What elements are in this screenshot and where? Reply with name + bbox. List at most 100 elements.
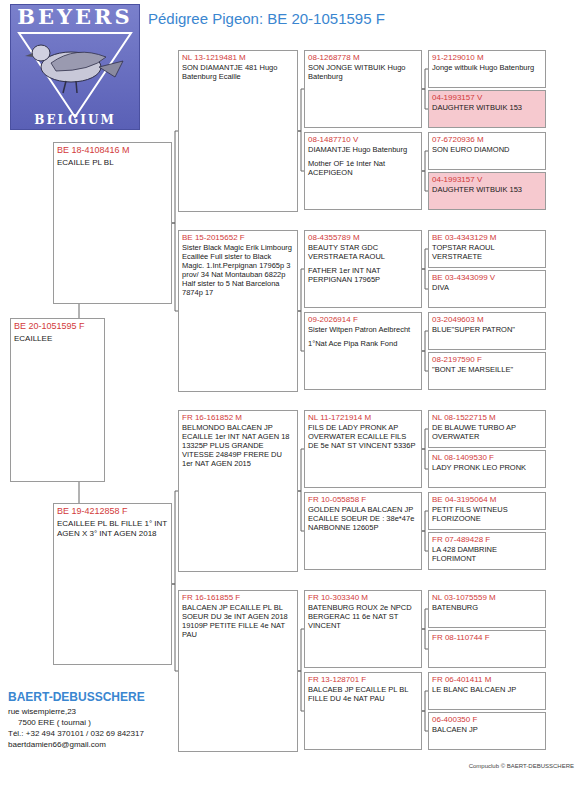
pigeon-details: Sister Witpen Patron Aelbrecht xyxy=(308,325,418,334)
ring-number: BEYERS xyxy=(17,5,132,29)
pedigree-box: FR 10-055858 FGOLDEN PAULA BALCAEN JP EC… xyxy=(304,492,422,570)
pigeon-details: Jonge witbuik Hugo Batenburg xyxy=(432,63,542,72)
pigeon-details: SON EURO DIAMOND xyxy=(432,145,542,154)
copyright-note: Compuclub © BAERT-DEBUSSCHERE xyxy=(469,763,574,769)
ring-number: BE 19-4212858 F xyxy=(57,506,168,516)
pedigree-box: 07-6720936 MSON EURO DIAMOND xyxy=(428,132,546,170)
ring-number: NL 13-1219481 M xyxy=(182,53,294,63)
pigeon-details: DAUGHTER WITBUIK 153 xyxy=(432,103,542,112)
pigeon-details: "BONT JE MARSEILLE" xyxy=(432,365,542,374)
pedigree-box: 03-2049603 MBLUE"SUPER PATRON" xyxy=(428,312,546,350)
ring-number: 04-1993157 V xyxy=(432,93,542,103)
ring-number: NL 03-1075559 M xyxy=(432,593,542,603)
ring-number: NL 08-1522715 M xyxy=(432,413,542,423)
pigeon-details: BELGIUM xyxy=(34,113,115,127)
pedigree-box: 06-400350 FBALCAEN JP xyxy=(428,712,546,750)
pedigree-box: FR 16-161852 MBELMONDO BALCAEN JP ECAILL… xyxy=(178,410,298,572)
ring-number: 06-400350 F xyxy=(432,715,542,725)
pigeon-details: BEAUTY STAR GDC VERSTRAETA RAOUL xyxy=(308,243,418,261)
ring-number: FR 10-303340 M xyxy=(308,593,418,603)
pedigree-box: 09-2026914 FSister Witpen Patron Aelbrec… xyxy=(304,312,422,390)
ring-number: FR 07-489428 F xyxy=(432,535,542,545)
pedigree-box: 04-1993157 VDAUGHTER WITBUIK 153 xyxy=(428,172,546,210)
pedigree-box: 08-1487710 VDIAMANTJE Hugo BatenburgMoth… xyxy=(304,132,422,210)
pigeon-details: BELMONDO BALCAEN JP ECAILLE 1er INT NAT … xyxy=(182,423,294,468)
pedigree-box: FR 10-303340 MBATENBURG ROUX 2e NPCD BER… xyxy=(304,590,422,668)
ring-number: BE 18-4108416 M xyxy=(57,145,168,155)
pigeon-details: BALCAEB JP ECAILLE PL BL FILLE DU 4e NAT… xyxy=(308,685,418,703)
breeder-address: 7500 ERE ( tournai ) xyxy=(18,718,91,727)
pedigree-line xyxy=(79,304,80,318)
pigeon-details: Mother OF 1é Inter Nat ACEPIGEON xyxy=(308,159,418,177)
ring-number: 09-2026914 F xyxy=(308,315,418,325)
pigeon-details: ECAILLEE PL BL FILLE 1° INT AGEN X 3° IN… xyxy=(57,519,168,539)
ring-number: 08-2197590 F xyxy=(432,355,542,365)
pedigree-box: FR 16-161855 FBALCAEN JP ECAILLE PL BL S… xyxy=(178,590,298,752)
pigeon-details: LA 428 DAMBRINE FLORIMONT xyxy=(432,545,542,563)
pedigree-line xyxy=(79,482,80,503)
pigeon-details: GOLDEN PAULA BALCAEN JP ECAILLE SOEUR DE… xyxy=(308,505,418,532)
pedigree-box: 08-1268778 MSON JONGE WITBUIK Hugo Baten… xyxy=(304,50,422,128)
ring-number: FR 13-128701 F xyxy=(308,675,418,685)
pedigree-box: FR 13-128701 FBALCAEB JP ECAILLE PL BL F… xyxy=(304,672,422,750)
pigeon-details: DIVA xyxy=(432,283,542,292)
pigeon-details: FATHER 1er INT NAT PERPIGNAN 17965P xyxy=(308,266,418,284)
pedigree-box: NL 13-1219481 MSON DIAMANTJE 481 Hugo Ba… xyxy=(178,50,298,212)
logo-box: BEYERS BELGIUM xyxy=(10,4,140,130)
ring-number: 08-1487710 V xyxy=(308,135,418,145)
pedigree-box: BE 04-3195064 MPETIT FILS WITNEUS FLORIZ… xyxy=(428,492,546,530)
ring-number: BE 04-3195064 M xyxy=(432,495,542,505)
pigeon-details: SON JONGE WITBUIK Hugo Batenburg xyxy=(308,63,418,81)
pigeon-details: LADY PRONK LEO PRONK xyxy=(432,463,542,472)
ring-number: FR 16-161855 F xyxy=(182,593,294,603)
pigeon-details: FILS DE LADY PRONK AP OVERWATER ECAILLE … xyxy=(308,423,418,450)
pedigree-box: 91-2129010 MJonge witbuik Hugo Batenburg xyxy=(428,50,546,88)
pigeon-details: BATENBURG ROUX 2e NPCD BERGERAC 11 6e NA… xyxy=(308,603,418,630)
ring-number: FR 08-110744 F xyxy=(432,633,542,643)
pedigree-box: NL 08-1522715 MDE BLAUWE TURBO AP OVERWA… xyxy=(428,410,546,448)
pedigree-box: FR 07-489428 FLA 428 DAMBRINE FLORIMONT xyxy=(428,532,546,570)
pedigree-box: BE 20-1051595 F ECAILLEE xyxy=(10,318,105,482)
pedigree-box: BE 03-4343099 VDIVA xyxy=(428,270,546,308)
pigeon-details: DIAMANTJE Hugo Batenburg xyxy=(308,145,418,154)
pigeon-details: DE BLAUWE TURBO AP OVERWATER xyxy=(432,423,542,441)
ring-number: BE 03-4343129 M xyxy=(432,233,542,243)
pigeon-details: ECAILLEE xyxy=(14,334,101,344)
breeder-address: baertdamien66@gmail.com xyxy=(8,740,106,749)
ring-number: FR 16-161852 M xyxy=(182,413,294,423)
pedigree-box: NL 11-1721914 MFILS DE LADY PRONK AP OVE… xyxy=(304,410,422,488)
ring-number: 03-2049603 M xyxy=(432,315,542,325)
pigeon-details: ECAILLE PL BL xyxy=(57,158,168,168)
pedigree-box: FR 06-401411 MLE BLANC BALCAEN JP xyxy=(428,672,546,710)
breeder-address: BAERT-DEBUSSCHERE xyxy=(8,690,145,704)
page-title: Pédigree Pigeon: BE 20-1051595 F xyxy=(148,10,385,27)
ring-number: NL 08-1409530 F xyxy=(432,453,542,463)
ring-number: BE 03-4343099 V xyxy=(432,273,542,283)
ring-number: 07-6720936 M xyxy=(432,135,542,145)
pigeon-details: SON DIAMANTJE 481 Hugo Batenburg Ecaille xyxy=(182,63,294,81)
pedigree-box: 04-1993157 VDAUGHTER WITBUIK 153 xyxy=(428,90,546,128)
breeder-address: Tél.: +32 494 370101 / 032 69 842317 xyxy=(8,729,144,738)
pedigree-box: 08-4355789 MBEAUTY STAR GDC VERSTRAETA R… xyxy=(304,230,422,308)
pedigree-box: FR 08-110744 F xyxy=(428,630,546,668)
ring-number: 08-1268778 M xyxy=(308,53,418,63)
pigeon-details: BLUE"SUPER PATRON" xyxy=(432,325,542,334)
ring-number: 08-4355789 M xyxy=(308,233,418,243)
pigeon-details: BALCAEN JP xyxy=(432,725,542,734)
pigeon-details: LE BLANC BALCAEN JP xyxy=(432,685,542,694)
ring-number: FR 10-055858 F xyxy=(308,495,418,505)
pedigree-box: 08-2197590 F"BONT JE MARSEILLE" xyxy=(428,352,546,390)
ring-number: 04-1993157 V xyxy=(432,175,542,185)
pigeon-details: 1°Nat Ace Pipa Rank Fond xyxy=(308,339,418,348)
pigeon-details: TOPSTAR RAOUL VERSTRAETE xyxy=(432,243,542,261)
pedigree-box: BE 03-4343129 MTOPSTAR RAOUL VERSTRAETE xyxy=(428,230,546,268)
pigeon-details: DAUGHTER WITBUIK 153 xyxy=(432,185,542,194)
pigeon-details: BATENBURG xyxy=(432,603,542,612)
ring-number: FR 06-401411 M xyxy=(432,675,542,685)
ring-number: BE 15-2015652 F xyxy=(182,233,294,243)
pedigree-box: BE 18-4108416 M ECAILLE PL BL xyxy=(53,142,172,304)
pigeon-details: BALCAEN JP ECAILLE PL BL SOEUR DU 3e INT… xyxy=(182,603,294,639)
ring-number: BE 20-1051595 F xyxy=(14,321,101,331)
ring-number: NL 11-1721914 M xyxy=(308,413,418,423)
pedigree-box: NL 03-1075559 MBATENBURG xyxy=(428,590,546,628)
